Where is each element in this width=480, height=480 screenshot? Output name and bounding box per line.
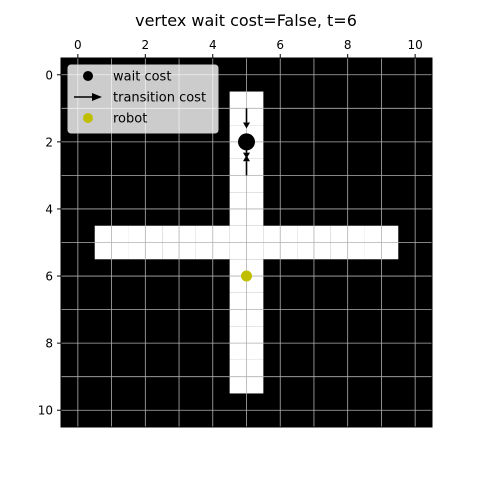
x-tick-label: 4 (209, 38, 217, 52)
axis-ticks: 0 2 4 6 8 10 0 2 4 6 8 10 (38, 38, 423, 418)
robot-marker (241, 270, 252, 282)
legend-marker (83, 113, 93, 123)
x-tick-label: 0 (74, 38, 82, 52)
transition-cost-arrow (243, 155, 250, 176)
transition-cost-arrow (243, 108, 250, 129)
legend-box (67, 64, 219, 134)
arrow-head (243, 155, 250, 162)
x-tick-label: 8 (344, 38, 352, 52)
y-tick-label: 2 (45, 135, 53, 149)
y-tick-label: 0 (45, 68, 53, 82)
chart-title: vertex wait cost=False, t=6 (135, 11, 357, 30)
legend: wait cost transition cost robot (67, 64, 219, 134)
axes-frame (60, 57, 433, 428)
y-tick-label: 6 (45, 270, 53, 284)
chart-marks (238, 108, 255, 282)
y-tick-label: 4 (45, 202, 53, 216)
x-tick-label: 6 (276, 38, 284, 52)
legend-arrow-head (92, 93, 102, 101)
x-tick-label: 10 (407, 38, 422, 52)
x-tick-label: 2 (141, 38, 149, 52)
legend-marker (83, 71, 93, 81)
y-tick-label: 10 (38, 404, 53, 418)
arrow-head (243, 122, 250, 129)
legend-label: robot (113, 112, 147, 127)
legend-arrow-icon (74, 93, 102, 101)
y-tick-label: 8 (45, 337, 53, 351)
legend-label: transition cost (113, 91, 206, 106)
wait-cost-marker (238, 133, 255, 151)
legend-label: wait cost (113, 70, 171, 85)
